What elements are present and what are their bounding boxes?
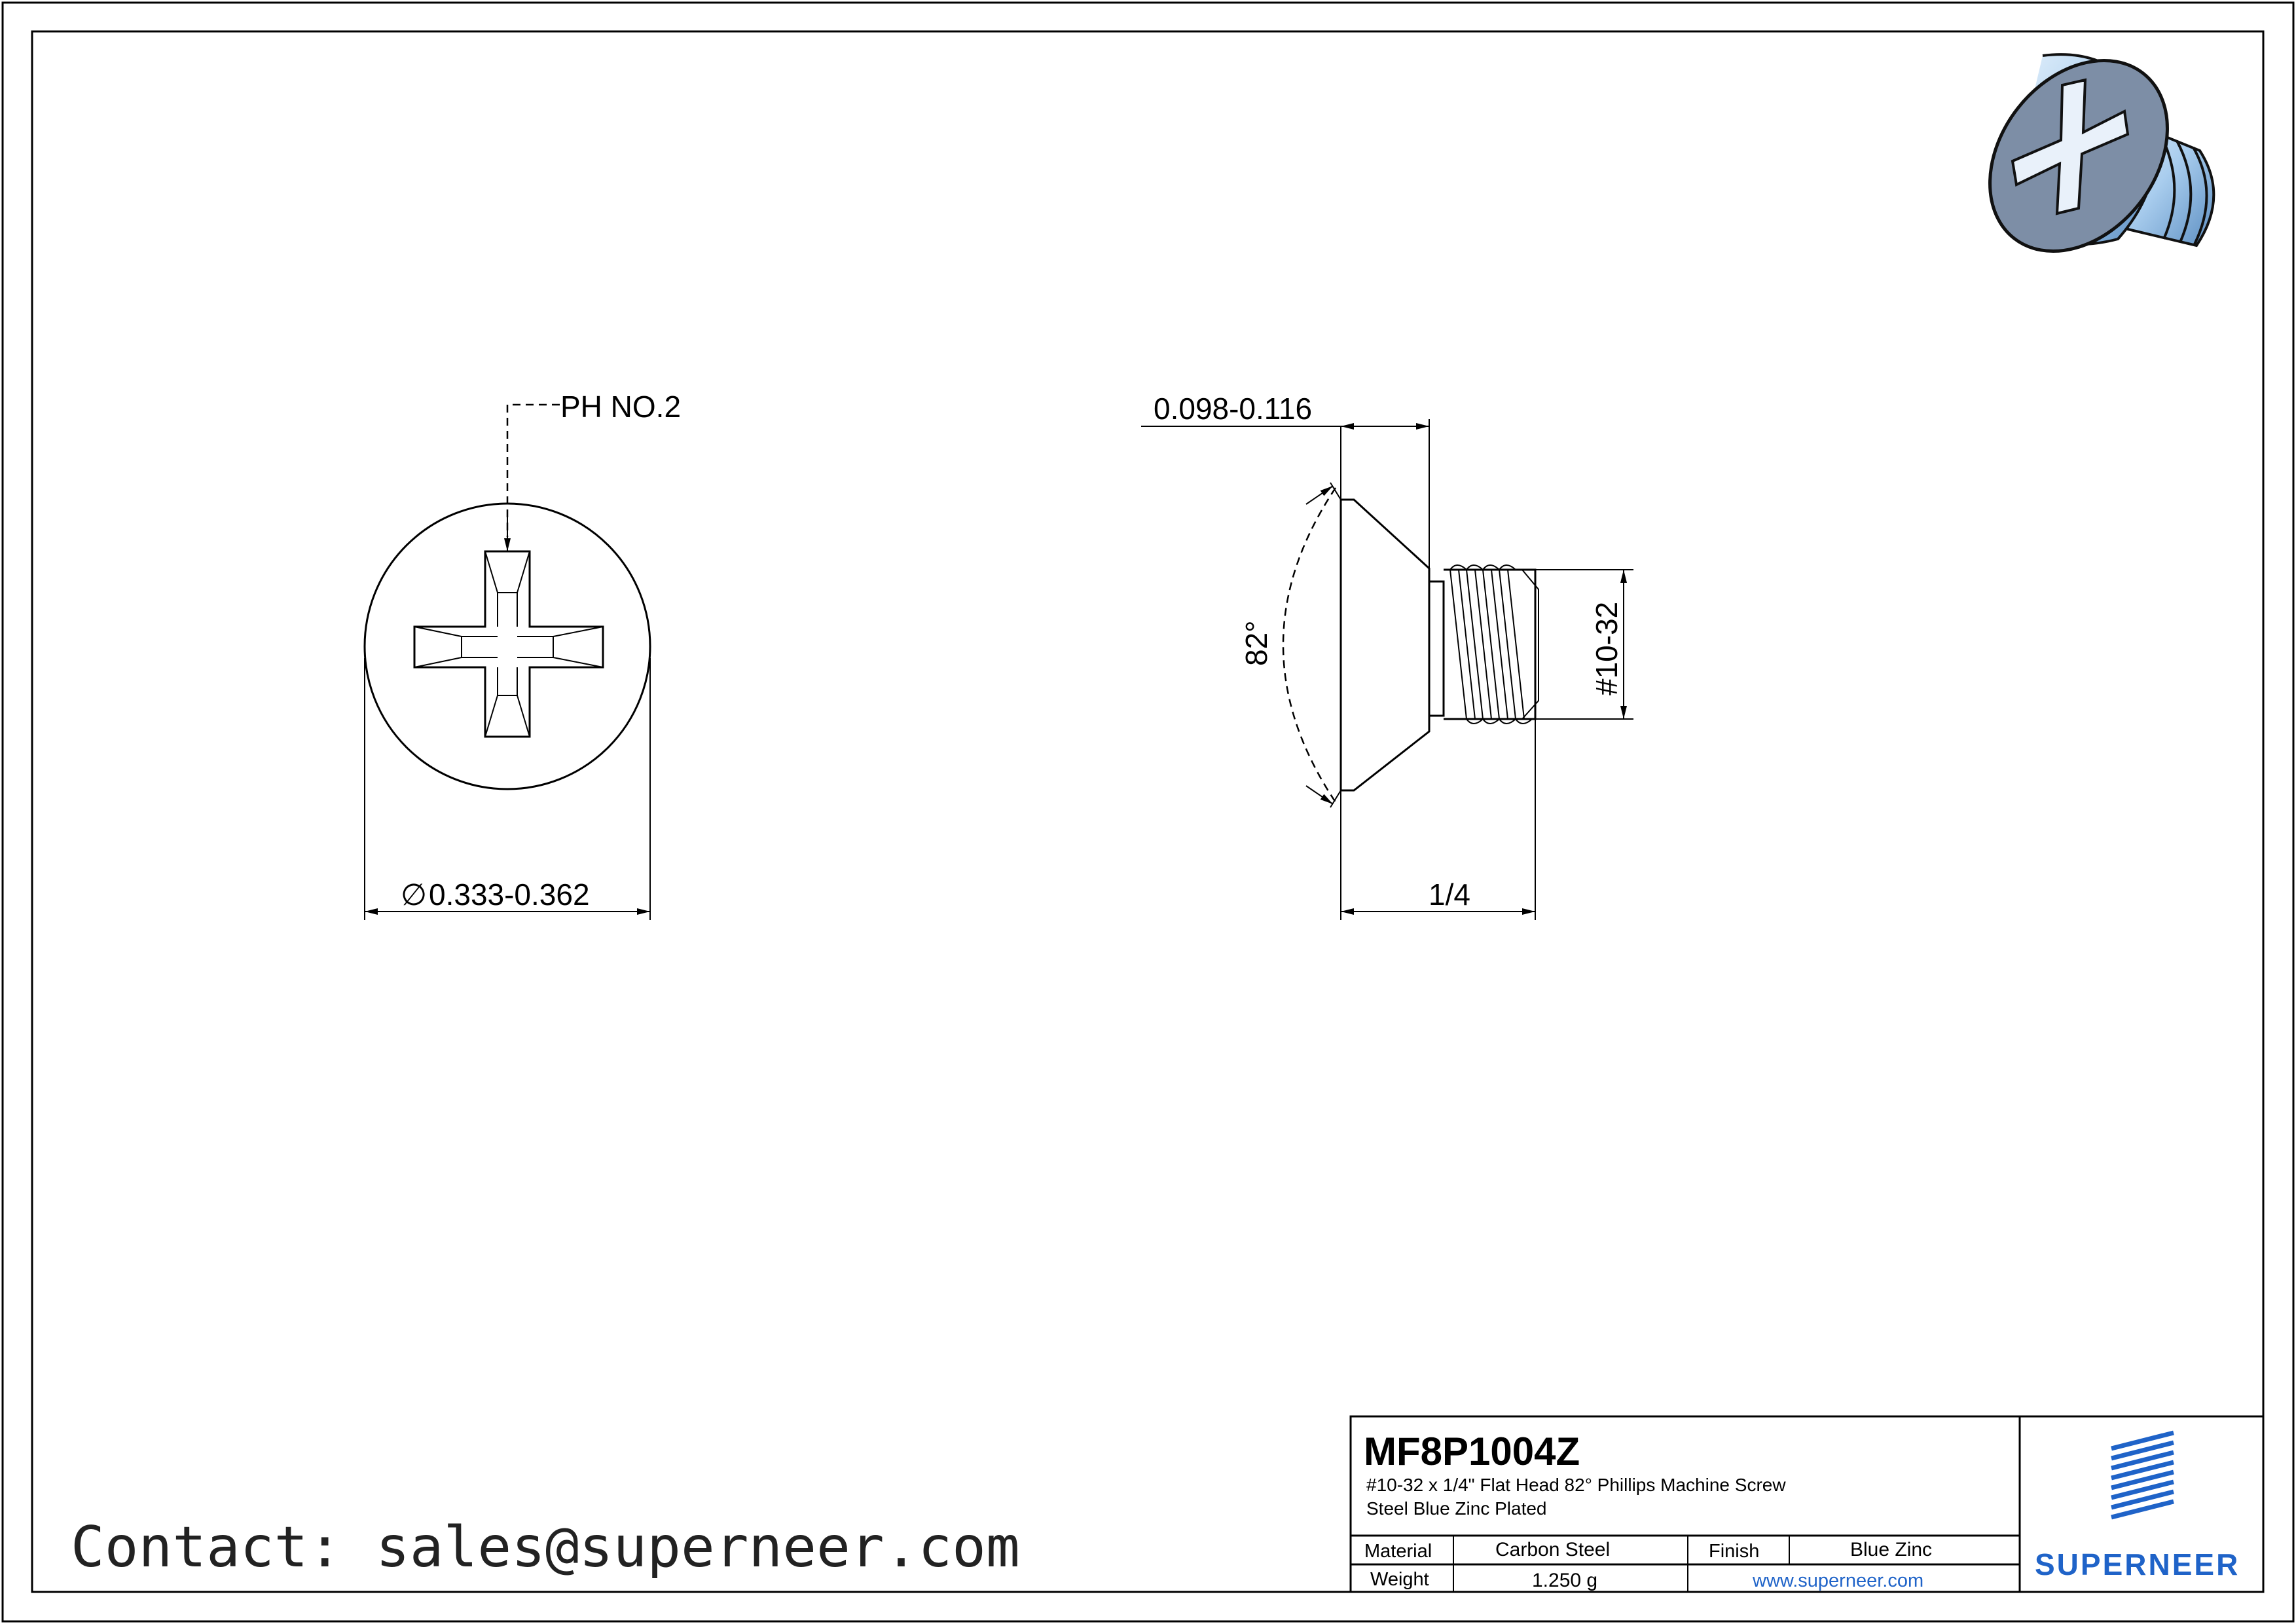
material-value: Carbon Steel [1495, 1539, 1610, 1560]
finish-value: Blue Zinc [1850, 1539, 1932, 1560]
weight-label: Weight [1370, 1569, 1429, 1590]
recess-inner-lines [414, 551, 604, 737]
drive-label: PH NO.2 [560, 390, 681, 424]
part-number: MF8P1004Z [1364, 1430, 1580, 1473]
thread-lines [1449, 564, 1533, 724]
head-angle-label: 82° [1239, 620, 1273, 666]
finish-label: Finish [1709, 1541, 1759, 1562]
weight-value: 1.250 g [1532, 1570, 1597, 1591]
shank [1444, 568, 1537, 720]
head-height-label: 0.098-0.116 [1154, 392, 1312, 426]
length-label: 1/4 [1429, 877, 1470, 912]
contact-text: Contact: sales@superneer.com [71, 1515, 1020, 1580]
logo-text: SUPERNEER [2035, 1547, 2240, 1581]
title-block: MF8P1004Z #10-32 x 1/4" Flat Head 82° Ph… [1349, 1415, 2265, 1593]
phillips-recess [413, 550, 604, 738]
diameter-value: 0.333-0.362 [429, 877, 590, 912]
superneer-logo-icon [2111, 1430, 2174, 1520]
screw-3d-icon [1988, 53, 2215, 253]
material-label: Material [1364, 1541, 1432, 1562]
description-line2: Steel Blue Zinc Plated [1366, 1498, 1547, 1519]
side-view: 0.098-0.116 82° #10-32 1/4 [1141, 392, 1633, 920]
description-line1: #10-32 x 1/4" Flat Head 82° Phillips Mac… [1366, 1475, 1786, 1495]
shank-chamfer [1522, 569, 1539, 720]
front-view: PH NO.2 ∅ 0.333-0.362 [363, 390, 681, 920]
inner-border [31, 30, 2265, 1593]
thread-size-label: #10-32 [1590, 602, 1624, 695]
head-profile [1339, 498, 1430, 792]
website-link[interactable]: www.superneer.com [1752, 1570, 1923, 1591]
neck [1429, 580, 1445, 717]
diameter-symbol: ∅ [401, 877, 427, 912]
angle-arc [1282, 487, 1337, 803]
drive-leader [506, 403, 560, 537]
